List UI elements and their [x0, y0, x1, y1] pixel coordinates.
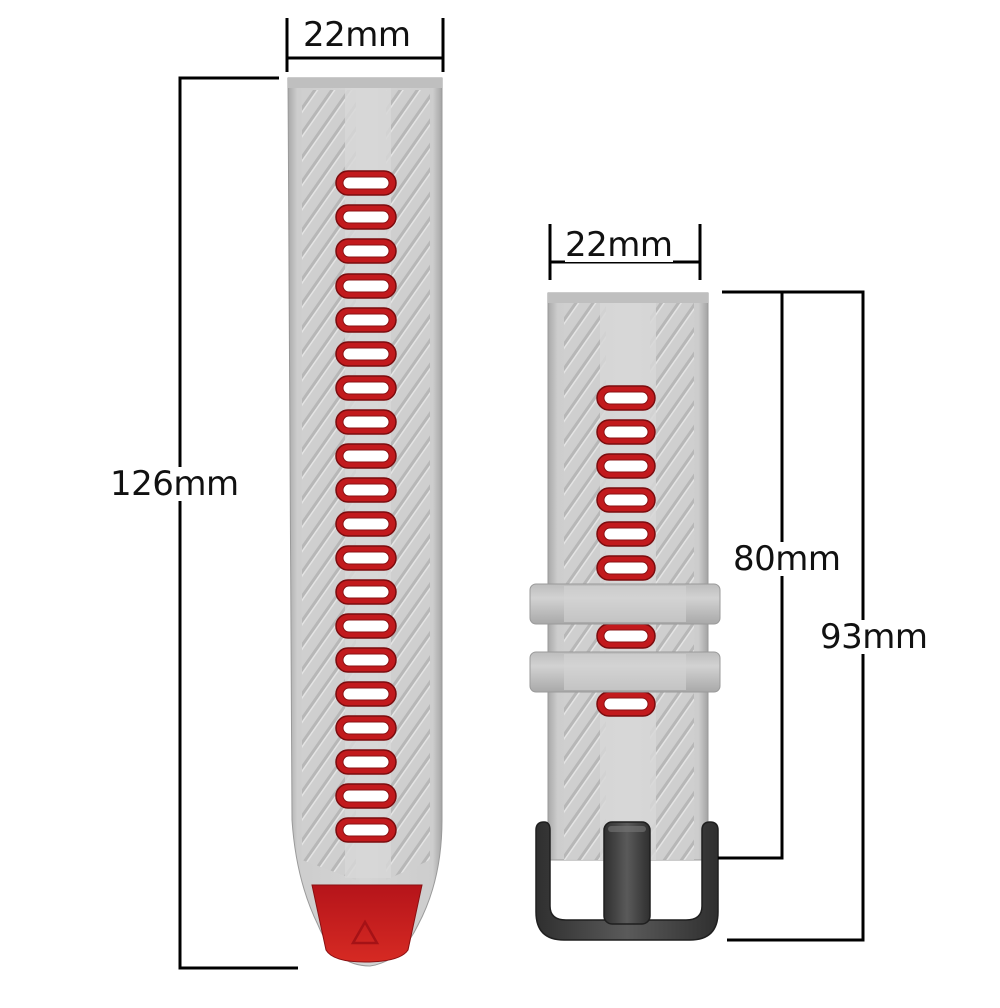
short-strap-width-label: 22mm — [565, 225, 673, 265]
keeper-loop-1 — [529, 583, 721, 625]
long-strap — [287, 77, 443, 967]
keeper-loop-2 — [529, 651, 721, 693]
long-strap-length-label: 126mm — [110, 464, 239, 504]
buckle-icon — [535, 821, 719, 941]
long-strap-width-label: 22mm — [303, 15, 411, 55]
short-strap — [529, 292, 721, 941]
dimension-lines — [178, 18, 865, 970]
short-strap-total-length-label: 93mm — [820, 617, 928, 657]
short-strap-inner-length-label: 80mm — [733, 539, 841, 579]
triangle-logo-icon — [350, 919, 380, 945]
